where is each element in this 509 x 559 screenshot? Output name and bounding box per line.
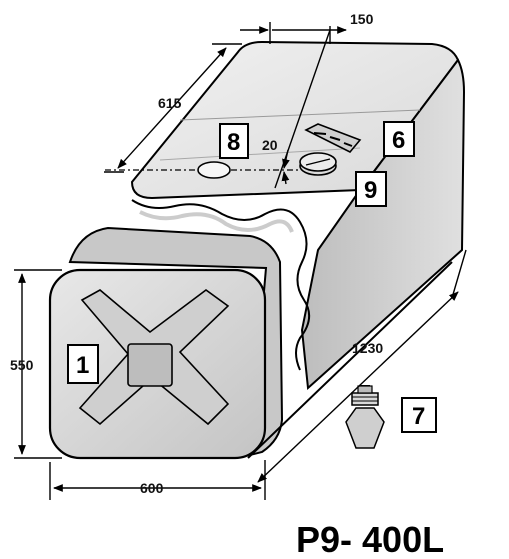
svg-text:6: 6 — [392, 127, 405, 154]
model-label: P9- 400L — [296, 519, 444, 559]
svg-text:1: 1 — [76, 352, 89, 379]
break-shade — [139, 210, 294, 233]
dim-width-label: 600 — [140, 480, 164, 496]
dim-20-line — [282, 149, 290, 169]
front-emboss — [78, 289, 230, 426]
svg-text:9: 9 — [364, 177, 377, 204]
callout-7: 7 — [401, 397, 437, 433]
dim-20-label: 20 — [262, 137, 278, 153]
dim-150-label: 150 — [350, 11, 374, 27]
dimension-lines — [14, 22, 467, 500]
sensor-hole — [197, 161, 231, 179]
svg-text:7: 7 — [412, 403, 425, 430]
svg-text:8: 8 — [227, 129, 240, 156]
callout-9: 9 — [355, 171, 387, 207]
front-center-square — [127, 343, 173, 387]
callout-6: 6 — [383, 121, 415, 157]
callout-8: 8 — [219, 123, 249, 159]
callout-1: 1 — [67, 344, 99, 384]
dim-615-label: 615 — [158, 95, 182, 111]
dim-615-line — [117, 47, 227, 169]
dim-length-label: 1230 — [352, 340, 383, 356]
plug-part — [345, 385, 385, 449]
dim-length-line — [257, 291, 459, 483]
dim-height-label: 550 — [10, 357, 34, 373]
